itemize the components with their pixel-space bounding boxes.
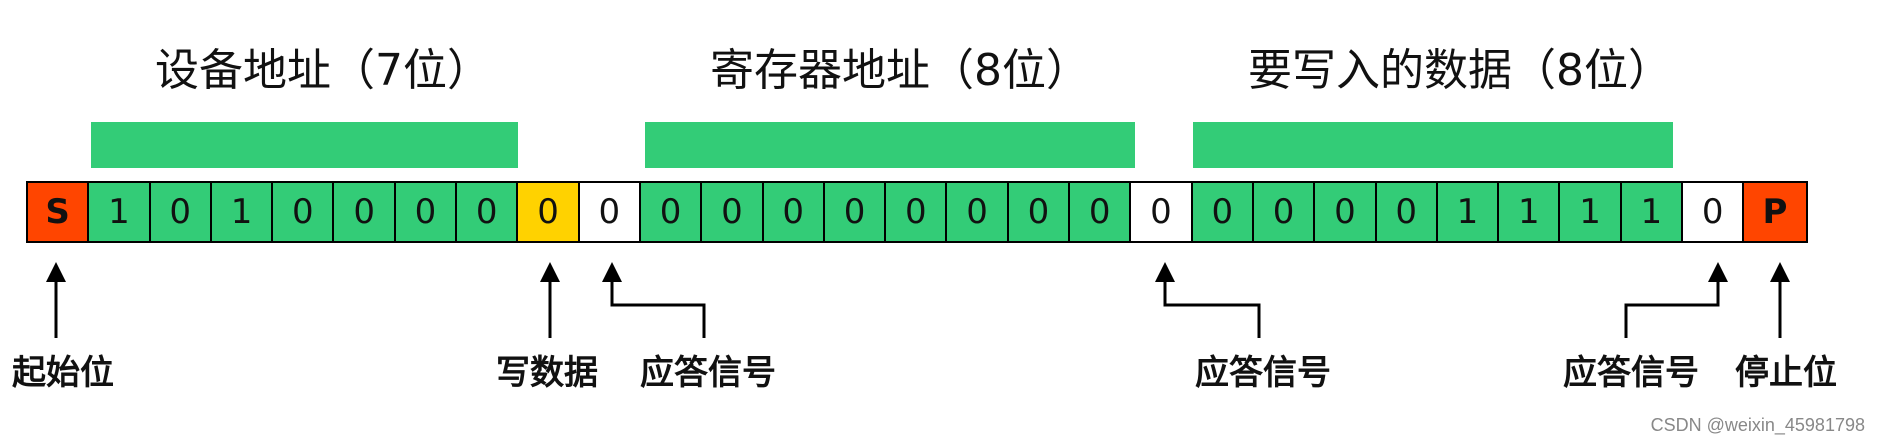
bit-cell: 0 [150,183,212,241]
bit-cell: 1 [1560,183,1622,241]
bit-cell: 1 [89,183,151,241]
bit-cell: 0 [1376,183,1438,241]
arrow-ack-1 [602,262,706,338]
bar-device-address [91,122,518,168]
watermark: CSDN @weixin_45981798 [1650,415,1865,435]
label-stop-bit: 停止位 [1735,353,1837,393]
bit-cell: 0 [1683,183,1745,241]
bit-cell: 1 [211,183,274,241]
arrow-start-bit [46,262,66,338]
bit-cell: 1 [1621,183,1684,241]
label-ack-3: 应答信号 [1563,353,1699,393]
bit-cell: 0 [334,183,396,241]
label-write-data: 写数据 [496,353,598,393]
bit-cell: 0 [1008,183,1071,241]
bit-cell: 1 [1499,183,1561,241]
arrow-stop-bit [1770,262,1790,338]
arrow-ack-2 [1155,262,1261,338]
bit-cell: 0 [886,183,948,241]
bit-cell: 0 [763,183,825,241]
header-device-address: 设备地址（7位） [155,45,491,96]
label-ack-2: 应答信号 [1195,353,1331,393]
header-register-address: 寄存器地址（8位） [710,45,1090,96]
bit-cell: 0 [395,183,458,241]
bit-cell: 0 [579,183,641,241]
header-write-data: 要写入的数据（8位） [1248,45,1672,96]
bit-cell: 0 [702,183,764,241]
bit-cell: 0 [824,183,887,241]
arrow-write-data [540,262,560,338]
label-start-bit: 起始位 [12,353,114,393]
arrow-ack-3 [1624,262,1728,338]
bar-write-data [1193,122,1673,168]
bit-cell: 0 [273,183,335,241]
bit-cell: 0 [457,183,519,241]
label-ack-1: 应答信号 [640,353,776,393]
bit-cell: 0 [640,183,703,241]
start-bit-cell: S [28,183,90,241]
stop-bit-cell: P [1744,183,1806,241]
bit-cell: 0 [1192,183,1254,241]
bar-register-address [645,122,1135,168]
bit-cell: 0 [1070,183,1132,241]
bit-cell: 0 [1253,183,1316,241]
bit-cell: 0 [947,183,1009,241]
bit-cell: 0 [1131,183,1193,241]
bit-cell: 0 [1315,183,1377,241]
bit-cell: 0 [518,183,580,241]
bit-cell: 1 [1437,183,1500,241]
